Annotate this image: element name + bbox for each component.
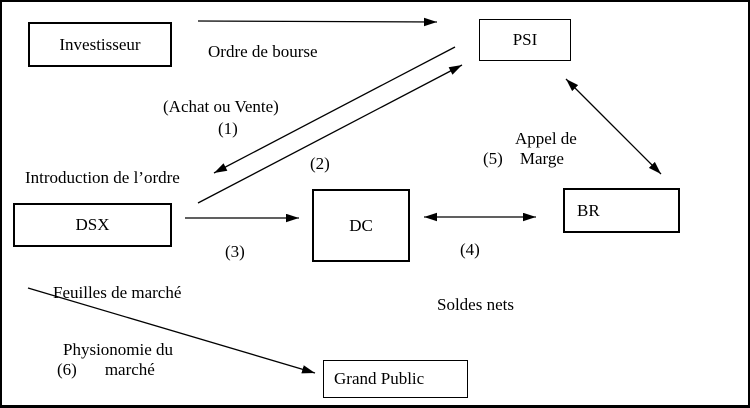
label-step-1: (1) — [218, 119, 238, 138]
label-step-5-marge: (5) Marge — [483, 150, 564, 168]
node-dsx-label: DSX — [75, 215, 110, 234]
node-grand-public: Grand Public — [323, 360, 468, 398]
node-psi: PSI — [479, 19, 571, 61]
label-marge: Marge — [519, 149, 564, 168]
node-psi-label: PSI — [512, 30, 538, 49]
arrow-investisseur-to-psi — [197, 17, 438, 27]
label-appel-de: Appel de — [515, 129, 577, 148]
arrow-psi-br-5 — [565, 78, 662, 175]
label-step-6: (6) — [57, 360, 77, 379]
label-marche: marché — [104, 360, 155, 379]
arrow-psi-to-dsx-1 — [213, 46, 456, 174]
node-br: BR — [563, 188, 680, 233]
label-step-3: (3) — [225, 242, 245, 261]
node-investisseur: Investisseur — [28, 22, 172, 67]
label-step-4: (4) — [460, 240, 480, 259]
label-step-6-marche: (6) marché — [57, 361, 155, 379]
label-physionomie-du: Physionomie du — [63, 340, 174, 359]
node-dc-label: DC — [349, 215, 373, 235]
label-step-2: (2) — [310, 154, 330, 173]
label-feuilles-de-marche: Feuilles de marché — [53, 283, 182, 302]
node-grand-public-label: Grand Public — [334, 369, 425, 388]
arrow-dsx-to-psi-2 — [197, 64, 463, 204]
arrow-dsx-to-grand-public-6 — [27, 287, 316, 374]
node-br-label: BR — [577, 200, 600, 220]
label-soldes-nets: Soldes nets — [437, 295, 514, 314]
node-dsx: DSX — [13, 203, 172, 247]
label-introduction-ordre: Introduction de l’ordre — [25, 168, 180, 187]
label-achat-ou-vente: (Achat ou Vente) — [163, 97, 279, 116]
node-investisseur-label: Investisseur — [59, 34, 141, 54]
label-ordre-de-bourse: Ordre de bourse — [208, 42, 318, 61]
node-dc: DC — [312, 189, 410, 262]
label-step-5: (5) — [483, 149, 503, 168]
